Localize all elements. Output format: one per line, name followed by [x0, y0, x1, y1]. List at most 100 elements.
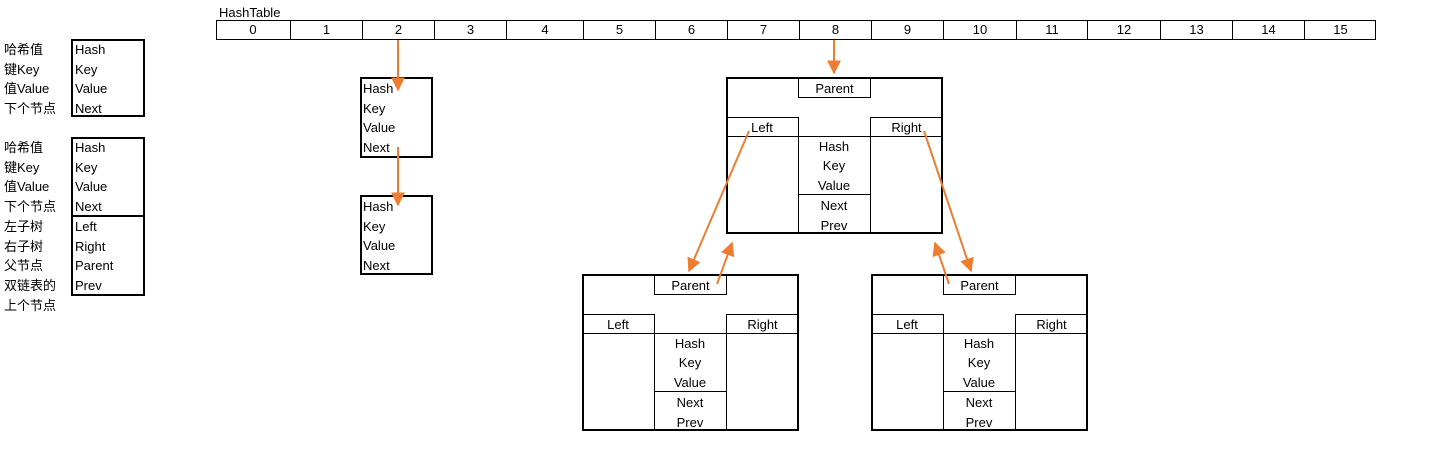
list-node-2-field-0: Hash: [363, 199, 394, 214]
divider: [726, 117, 799, 118]
divider: [726, 314, 727, 431]
center-field-0: Hash: [818, 139, 850, 154]
legend-tree-label-7: 双链表的: [4, 277, 57, 293]
divider: [726, 136, 943, 137]
bottom-field-0: Next: [820, 198, 848, 213]
divider: [1015, 314, 1088, 315]
bottom-field-0: Next: [965, 395, 993, 410]
legend-tree-label-0: 哈希值: [4, 140, 44, 155]
legend-list-node-box: [71, 39, 145, 117]
divider: [870, 117, 943, 118]
center-field-0: Hash: [674, 336, 706, 351]
divider: [870, 117, 871, 234]
legend-list-label-0: 哈希值: [4, 42, 44, 57]
parent-field: Parent: [654, 275, 727, 295]
legend-list-label-1: 键Key: [4, 61, 40, 77]
center-field-2: Value: [817, 177, 851, 193]
right-field: Right: [891, 120, 922, 135]
hashtable-slot-7: 7: [727, 21, 799, 39]
hashtable-slot-13: 13: [1160, 21, 1232, 39]
legend-tree-field-0: Hash: [75, 140, 106, 155]
bottom-field-0: Next: [676, 395, 704, 410]
divider: [943, 391, 1015, 392]
divider: [871, 333, 1088, 334]
arrow-right-child-parent-to-root: [932, 241, 950, 285]
legend-tree-field-4: Left: [75, 218, 97, 234]
hashtable-slot-9: 9: [871, 21, 943, 39]
center-field-1: Key: [678, 355, 702, 371]
divider: [582, 314, 655, 315]
legend-tree-field-6: Parent: [75, 258, 114, 274]
hashtable-slot-6: 6: [655, 21, 727, 39]
hashtable-slot-11: 11: [1016, 21, 1087, 39]
parent-field: Parent: [943, 275, 1016, 295]
divider: [726, 314, 799, 315]
legend-tree-label-6: 父节点: [4, 258, 44, 274]
hashtable-slot-14: 14: [1232, 21, 1304, 39]
bottom-field-1: Prev: [965, 414, 993, 430]
legend-tree-field-1: Key: [75, 159, 98, 175]
hashtable-slot-12: 12: [1087, 21, 1160, 39]
divider: [582, 333, 799, 334]
legend-list-field-2: Value: [75, 81, 108, 96]
hashtable-slot-1: 1: [290, 21, 362, 39]
divider: [654, 391, 726, 392]
left-field: Left: [607, 317, 629, 332]
hashtable-slot-0: 0: [249, 22, 257, 37]
right-field: Right: [1036, 317, 1067, 332]
divider: [871, 314, 944, 315]
legend-tree-node-box-bottom: [71, 215, 145, 296]
bottom-field-1: Prev: [820, 217, 848, 233]
legend-list-field-1: Key: [75, 61, 98, 77]
list-node-1-field-1: Key: [363, 100, 386, 116]
hashtable-title: HashTable: [219, 5, 281, 20]
center-field-1: Key: [967, 355, 991, 371]
list-node-1-field-0: Hash: [363, 81, 394, 96]
right-field: Right: [747, 317, 778, 332]
center-field-1: Key: [822, 158, 846, 174]
bottom-field-1: Prev: [676, 414, 704, 430]
left-field: Left: [751, 120, 773, 135]
hashtable-slot-10: 10: [943, 21, 1016, 39]
hashtable-slot-4: 4: [506, 21, 583, 39]
center-field-0: Hash: [963, 336, 995, 351]
left-field: Left: [896, 317, 918, 332]
divider: [798, 194, 870, 195]
legend-tree-field-3: Next: [75, 199, 102, 215]
hashtable-slot-3: 3: [434, 21, 506, 39]
legend-tree-label-1: 键Key: [4, 159, 40, 175]
hashtable-slot-2: 2: [362, 21, 434, 39]
legend-list-field-3: Next: [75, 100, 102, 116]
center-field-2: Value: [673, 374, 707, 390]
center-field-2: Value: [962, 374, 996, 390]
legend-tree-label-3: 下个节点: [4, 199, 57, 215]
divider: [654, 314, 655, 431]
divider: [1015, 314, 1016, 431]
legend-tree-field-5: Right: [75, 238, 106, 254]
legend-list-field-0: Hash: [75, 42, 106, 57]
legend-tree-label-4: 左子树: [4, 218, 44, 234]
legend-tree-field-7: Prev: [75, 277, 102, 293]
divider: [943, 314, 944, 431]
hashtable-slot-15: 15: [1304, 21, 1376, 39]
list-node-2-field-2: Value: [363, 238, 396, 254]
hashtable-slot-5: 5: [583, 21, 655, 39]
arrow-left-child-parent-to-root: [716, 241, 735, 285]
arrow-root-left-to-child: [687, 130, 750, 273]
list-node-1-field-2: Value: [363, 120, 396, 136]
legend-tree-label-2: 值Value: [4, 179, 50, 195]
arrow-root-right-to-child: [923, 130, 974, 273]
legend-list-label-3: 下个节点: [4, 100, 57, 116]
divider: [798, 117, 799, 234]
legend-tree-field-2: Value: [75, 179, 108, 195]
list-node-2-field-1: Key: [363, 218, 386, 234]
list-node-1-field-3: Next: [363, 140, 390, 156]
legend-tree-label-5: 右子树: [4, 238, 44, 254]
legend-tree-label-8: 上个节点: [4, 297, 57, 313]
parent-field: Parent: [798, 78, 871, 98]
legend-list-label-2: 值Value: [4, 81, 50, 96]
hashtable-slot-8: 8: [799, 21, 871, 39]
list-node-2-field-3: Next: [363, 258, 390, 274]
